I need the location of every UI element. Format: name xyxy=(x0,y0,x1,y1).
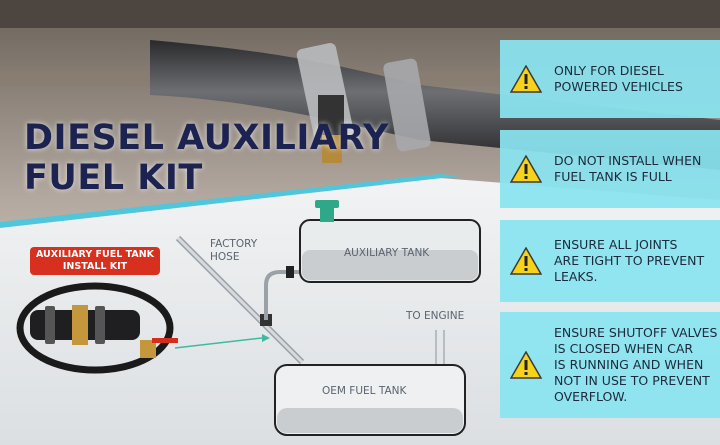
oem-fuel-tank-label: OEM FUEL TANK xyxy=(322,385,407,397)
warning-icon xyxy=(510,155,542,183)
page-title: DIESEL AUXILIARY FUEL KIT xyxy=(24,118,389,198)
auxiliary-tank-label: AUXILIARY TANK xyxy=(344,247,430,259)
factory-hose-label: FACTORY HOSE xyxy=(210,238,258,263)
kit-label-badge: AUXILIARY FUEL TANK INSTALL KIT xyxy=(30,247,160,275)
kit-hose-image xyxy=(16,282,178,374)
warning-icon xyxy=(510,65,542,93)
to-engine-label: TO ENGINE xyxy=(406,310,465,322)
warning-icon xyxy=(510,247,542,275)
warning-icon xyxy=(510,351,542,379)
